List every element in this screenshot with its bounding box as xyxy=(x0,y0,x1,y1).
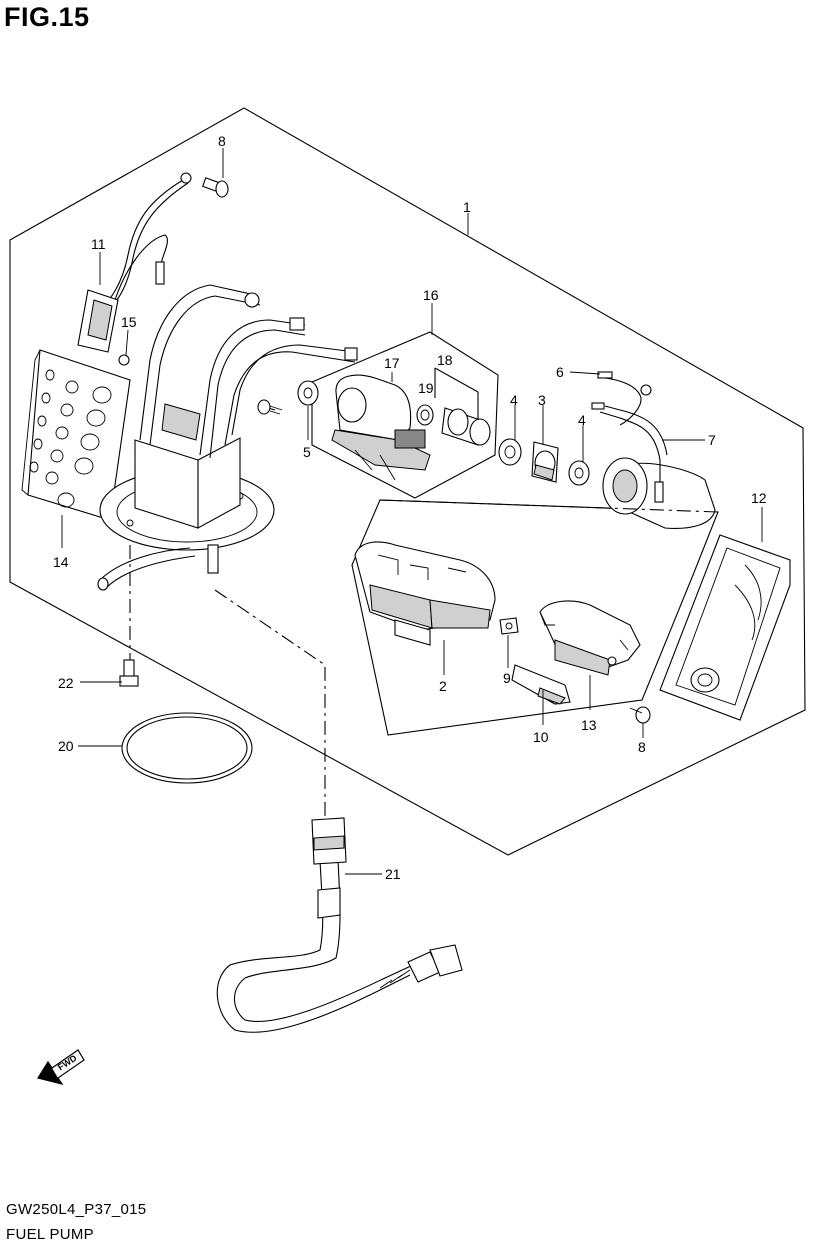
callout-6: 6 xyxy=(556,364,564,380)
strainer-clip-part xyxy=(531,441,559,483)
grommet-part-b xyxy=(568,460,590,486)
subassembly-box-16 xyxy=(311,331,499,499)
callout-15: 15 xyxy=(121,314,137,330)
drawing-code: GW250L4_P37_015 xyxy=(6,1201,147,1218)
callout-22: 22 xyxy=(58,675,74,691)
callout-labels: 1 2 3 4 4 5 6 7 8 8 9 10 11 12 13 14 15 … xyxy=(53,133,767,882)
assembly-outline xyxy=(9,107,806,856)
callout-17: 17 xyxy=(384,355,400,371)
o-ring-gasket-part xyxy=(121,712,253,784)
figure-title: FIG.15 xyxy=(4,2,90,32)
callout-12: 12 xyxy=(751,490,767,506)
callout-5: 5 xyxy=(303,444,311,460)
dash-line-box xyxy=(379,499,719,513)
dash-line-hose xyxy=(214,589,326,820)
callout-8b: 8 xyxy=(638,739,646,755)
callout-21: 21 xyxy=(385,866,401,882)
callout-3: 3 xyxy=(538,392,546,408)
callout-4b: 4 xyxy=(578,412,586,428)
callout-1: 1 xyxy=(463,199,471,215)
leader-lines xyxy=(61,148,763,875)
bolt-part-22 xyxy=(119,659,139,687)
regulator-fitting-part xyxy=(416,367,491,446)
screw-part-upper xyxy=(202,177,229,198)
callout-8a: 8 xyxy=(218,133,226,149)
fwd-arrow-icon: FWD xyxy=(37,1049,85,1085)
callout-18: 18 xyxy=(437,352,453,368)
pressure-regulator-part xyxy=(331,374,431,481)
callout-7: 7 xyxy=(708,432,716,448)
callout-9: 9 xyxy=(503,670,511,686)
callout-4a: 4 xyxy=(510,392,518,408)
fuel-filter-part xyxy=(659,534,791,721)
callout-20: 20 xyxy=(58,738,74,754)
small-clip-part xyxy=(499,617,519,635)
pump-cover-part xyxy=(539,600,641,676)
callout-11: 11 xyxy=(91,236,106,252)
grommet-part-a xyxy=(498,438,522,466)
callout-2: 2 xyxy=(439,678,447,694)
callout-14: 14 xyxy=(53,554,69,570)
pump-bracket-flange xyxy=(97,284,358,591)
callout-16: 16 xyxy=(423,287,439,303)
wire-harness-part xyxy=(77,172,192,366)
drawing-name: FUEL PUMP xyxy=(6,1226,94,1243)
callout-13: 13 xyxy=(581,717,597,733)
fuel-hose-part xyxy=(216,817,463,1033)
screw-part-lower xyxy=(629,706,651,724)
fuel-pump-motor-part xyxy=(591,371,716,529)
washer-part-5 xyxy=(297,380,319,406)
protector-plate-part xyxy=(21,349,131,521)
callout-10: 10 xyxy=(533,729,549,745)
rubber-seal-part xyxy=(511,664,571,705)
pump-holder-part xyxy=(354,541,496,646)
callout-19: 19 xyxy=(418,380,434,396)
bracket-bolt xyxy=(257,399,283,415)
